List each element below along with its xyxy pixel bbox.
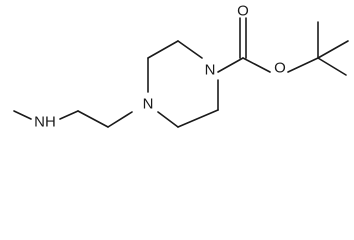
atom-n-right-label: N: [205, 62, 216, 79]
bond-carbonyl-ester-o: [242, 57, 271, 73]
bond-ch2-ch2: [77, 110, 109, 128]
bond-nh-ch2: [59, 110, 79, 120]
atom-labels: NH N N O O: [34, 3, 286, 131]
atom-nh-label: NH: [34, 114, 56, 131]
atom-n-left-label: N: [143, 96, 154, 113]
bond-tbu-methyl-down: [317, 57, 347, 76]
atom-o-ester-label: O: [274, 60, 286, 77]
bond-ring-top-left: [147, 40, 179, 59]
chemical-structure: NH N N O O: [13, 3, 349, 131]
bond-methyl-nh: [13, 110, 32, 120]
bond-ring-bottom-right: [177, 109, 219, 128]
bond-tbu-methyl-right: [317, 40, 349, 59]
bonds: [13, 17, 349, 128]
bond-ring-bottom-left: [157, 111, 179, 128]
bond-n-carbonyl: [217, 57, 244, 73]
bond-ch2-n: [107, 111, 133, 128]
bond-ring-top-right: [177, 40, 203, 59]
bond-o-tertbutyl: [287, 57, 319, 73]
atom-o-carbonyl-label: O: [237, 3, 249, 20]
